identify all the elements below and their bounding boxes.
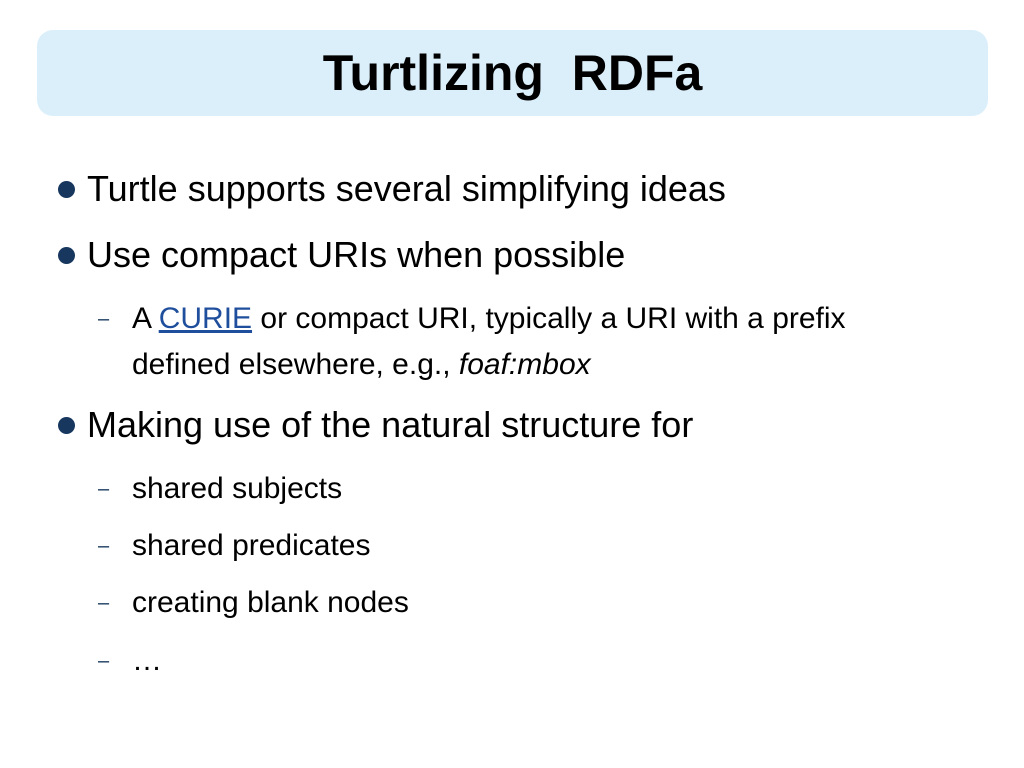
sub-item-text: creating blank nodes xyxy=(132,586,409,619)
sub-item: – shared subjects xyxy=(98,466,892,512)
sub-item-text: … xyxy=(132,644,162,677)
bullet-dot-icon xyxy=(58,246,75,264)
title-banner: Turtlizing RDFa xyxy=(37,30,988,116)
sub-item-text: A CURIE or compact URI, typically a URI … xyxy=(132,296,892,388)
bullet-text: Making use of the natural structure for xyxy=(87,404,694,445)
bullet-item: Making use of the natural structure for xyxy=(58,404,693,446)
dash-icon: – xyxy=(98,308,110,330)
sub-item: – shared predicates xyxy=(98,523,892,569)
bullet-text: Turtle supports several simplifying idea… xyxy=(87,168,726,209)
bullet-dot-icon xyxy=(58,416,75,434)
curie-link[interactable]: CURIE xyxy=(158,302,253,335)
sub-item-curie: – A CURIE or compact URI, typically a UR… xyxy=(98,296,892,388)
sub-item: – … xyxy=(98,638,892,684)
dash-icon: – xyxy=(98,650,110,672)
bullet-text: Use compact URIs when possible xyxy=(87,234,626,275)
curie-prefix-text: A xyxy=(132,302,159,335)
sub-item-text: shared predicates xyxy=(132,529,371,562)
dash-icon: – xyxy=(98,478,110,500)
sub-item-text: shared subjects xyxy=(132,472,343,505)
bullet-item: Use compact URIs when possible xyxy=(58,234,625,276)
dash-icon: – xyxy=(98,535,110,557)
bullet-dot-icon xyxy=(58,180,75,198)
curie-example-text: foaf:mbox xyxy=(458,348,591,381)
slide-title: Turtlizing RDFa xyxy=(322,45,703,101)
sub-item: – creating blank nodes xyxy=(98,580,892,626)
curie-description-text: or compact URI, typically a URI with a p… xyxy=(132,302,846,381)
bullet-item: Turtle supports several simplifying idea… xyxy=(58,168,726,210)
dash-icon: – xyxy=(98,592,110,614)
